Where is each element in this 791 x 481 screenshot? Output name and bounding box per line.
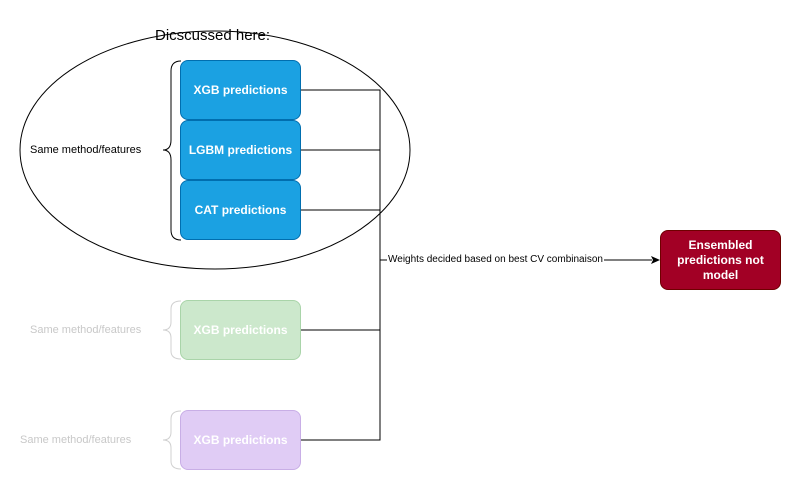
connector-lines: [301, 89, 652, 441]
group-1-label: Same method/features: [30, 144, 142, 156]
lgbm-predictions-box: LGBM predictions: [180, 120, 301, 180]
arrowhead-icon: [651, 256, 660, 264]
brace-group-2: [162, 300, 182, 360]
cat-predictions-box: CAT predictions: [180, 180, 301, 240]
brace-group-3: [162, 410, 182, 470]
discussed-title: Dicscussed here:: [155, 27, 271, 44]
connector-xgb-3: [301, 330, 381, 441]
weights-edge-label: Weights decided based on best CV combina…: [387, 254, 604, 265]
xgb-predictions-box-3: XGB predictions: [180, 410, 301, 470]
group-2-label: Same method/features: [30, 324, 142, 336]
xgb-predictions-box-2: XGB predictions: [180, 300, 301, 360]
connector-xgb: [301, 89, 381, 260]
discussed-group-ellipse: [19, 30, 411, 270]
group-3-label: Same method/features: [20, 434, 132, 446]
brace-group-1: [162, 60, 182, 241]
connector-xgb-2: [301, 260, 381, 331]
xgb-predictions-box: XGB predictions: [180, 60, 301, 120]
ensembled-output-box: Ensembled predictions not model: [660, 230, 781, 290]
